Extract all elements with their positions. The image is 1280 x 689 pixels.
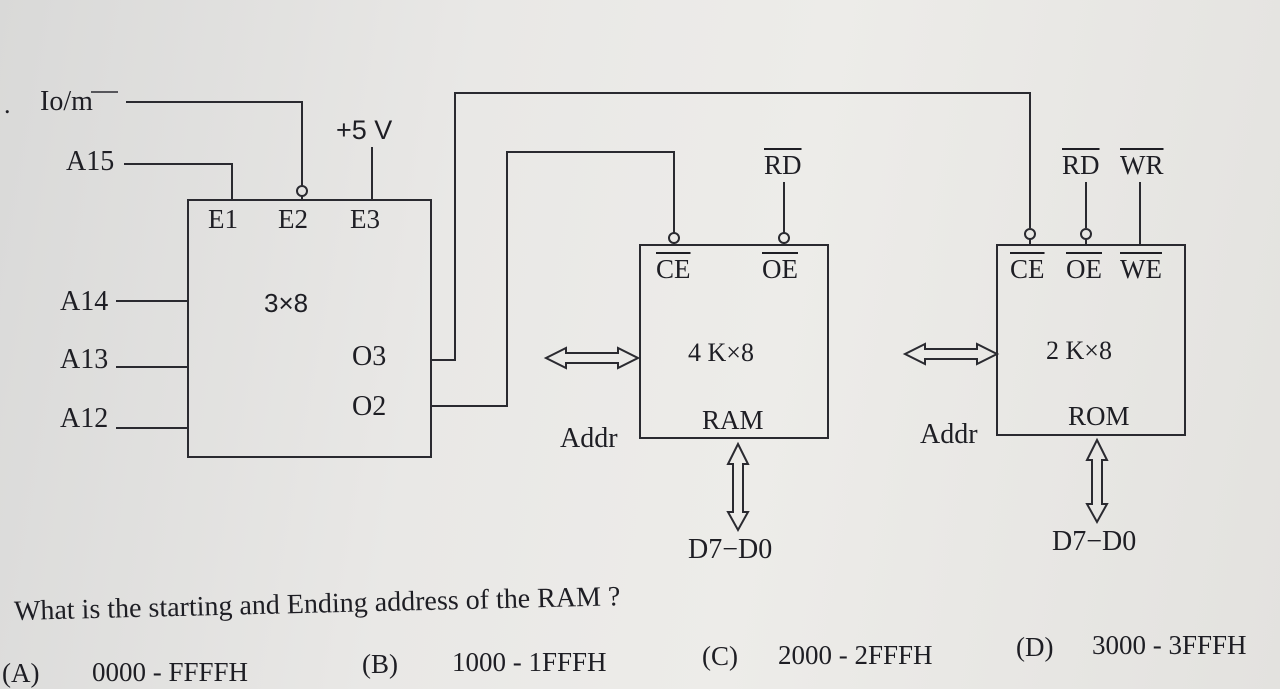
ram-rd-label: RD [764,150,802,180]
e2-label: E2 [278,204,308,234]
rom-box [996,244,1186,436]
option-a-text: 0000 - FFFFH [92,657,249,687]
ram-ce-bubble [668,232,680,244]
rom-data-label: D7−D0 [1052,526,1137,557]
a12-label: A12 [60,403,109,434]
rom-wr-label: WR [1120,150,1164,180]
ram-data-label: D7−D0 [688,534,773,565]
rom-ce-bubble [1024,228,1036,240]
a13-label: A13 [60,344,109,375]
decoder-box [187,199,432,458]
iom-wire [126,101,303,186]
rom-we-label: WE [1120,254,1162,284]
e1-label: E1 [208,204,238,234]
rom-oe-label: OE [1066,254,1102,284]
rom-size-label: 2 K×8 [1046,336,1112,365]
ram-ce-label: CE [656,254,691,284]
ram-oe-bubble [778,232,790,244]
ram-oe-label: OE [762,254,798,284]
ram-addr-label: Addr [560,423,618,454]
iom-label: Io/m [40,86,93,117]
rom-addr-label: Addr [920,419,978,450]
option-b-text: 1000 - 1FFFH [452,647,607,677]
a15-label: A15 [66,146,115,177]
ram-size-label: 4 K×8 [688,338,754,367]
rom-rd-label: RD [1062,150,1100,180]
rom-oe-bubble [1080,228,1092,240]
rom-addr-bus-arrow [902,342,1000,366]
a15-wire [124,163,233,200]
option-d-letter: (D) [1016,632,1054,662]
option-c-letter: (C) [702,641,738,671]
option-b-letter: (B) [362,649,398,679]
o2-to-ram-ce-wire [431,151,675,407]
vcc-label: +5 V [336,115,393,145]
question-number: . [4,90,11,119]
a14-label: A14 [60,286,109,317]
o2-label: O2 [352,391,387,422]
o3-label: O3 [352,341,387,372]
e2-bubble [296,185,308,197]
rom-type-label: ROM [1068,401,1130,431]
e3-label: E3 [350,204,380,234]
rom-ce-label: CE [1010,254,1045,284]
option-d-text: 3000 - 3FFFH [1092,630,1247,660]
ram-data-bus-arrow [726,441,750,533]
o3-to-rom-ce-wire [431,92,1031,361]
ram-box [639,244,829,439]
rom-data-bus-arrow [1085,437,1109,525]
ram-addr-bus-arrow [543,346,641,370]
option-a-letter: (A) [2,658,40,688]
option-c-text: 2000 - 2FFFH [778,640,933,670]
ram-type-label: RAM [702,405,764,435]
decoder-size-label: 3×8 [264,288,309,318]
